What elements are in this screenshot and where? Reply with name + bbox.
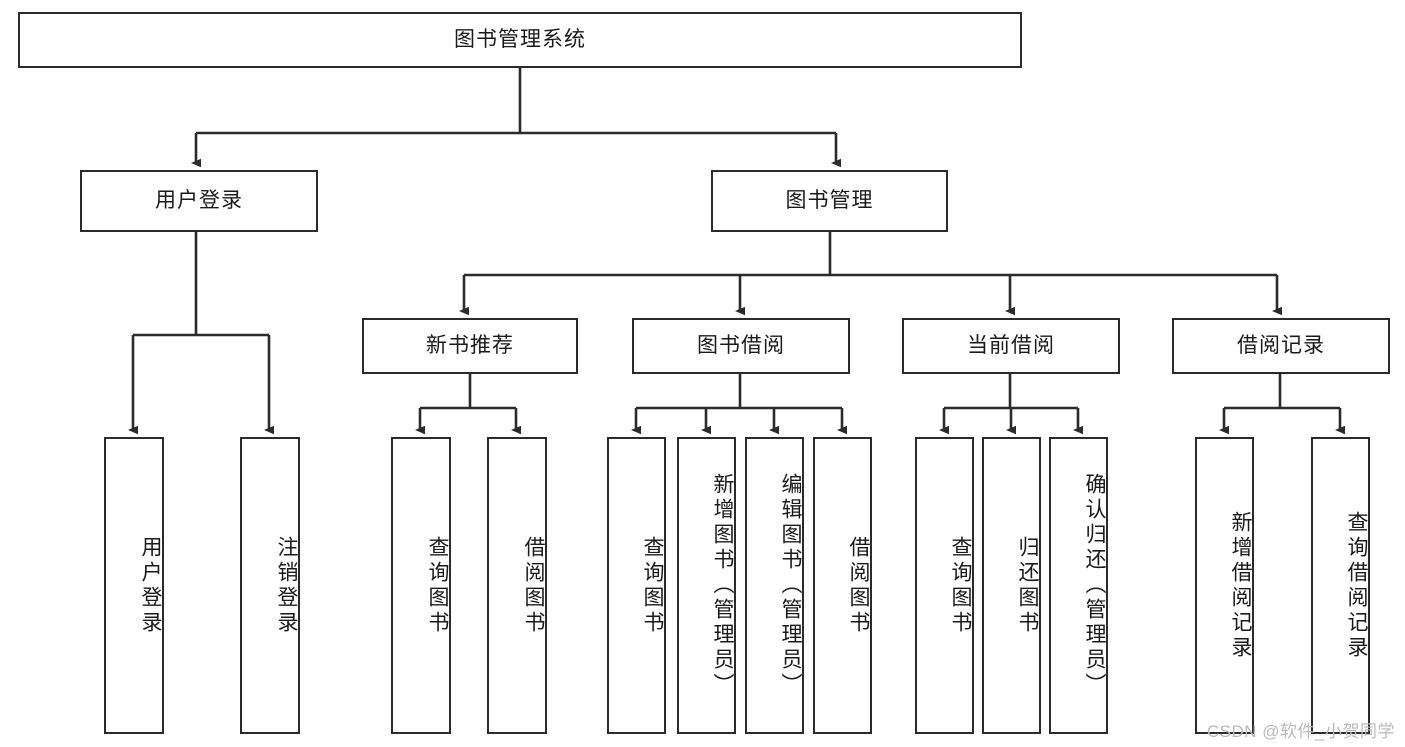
- node-label: 当前借阅: [967, 333, 1055, 357]
- leaf-current-query-book[interactable]: 查询图书: [915, 437, 974, 734]
- leaf-recommend-borrow-book[interactable]: 借阅图书: [487, 437, 547, 734]
- leaf-user-login-login[interactable]: 用户登录: [104, 437, 164, 734]
- node-label: 图书借阅: [697, 333, 785, 357]
- node-label: 编辑图书（管理员）: [779, 473, 802, 698]
- node-label: 查询图书: [949, 535, 972, 636]
- node-label: 用户登录: [139, 535, 162, 636]
- node-label: 新增借阅记录: [1229, 510, 1252, 661]
- node-label: 确认归还（管理员）: [1083, 473, 1106, 698]
- leaf-record-query-record[interactable]: 查询借阅记录: [1311, 437, 1370, 734]
- watermark-text: CSDN @软件_小贺同学: [1206, 722, 1395, 741]
- leaf-borrow-edit-book-admin[interactable]: 编辑图书（管理员）: [745, 437, 804, 734]
- leaf-record-add-record[interactable]: 新增借阅记录: [1195, 437, 1254, 734]
- node-borrow-record[interactable]: 借阅记录: [1172, 318, 1390, 374]
- node-book-management[interactable]: 图书管理: [711, 170, 948, 232]
- node-label: 图书管理: [785, 188, 874, 212]
- node-label: 注销登录: [275, 535, 298, 636]
- node-root-system[interactable]: 图书管理系统: [18, 12, 1022, 68]
- node-book-borrow[interactable]: 图书借阅: [632, 318, 850, 374]
- node-current-borrow[interactable]: 当前借阅: [902, 318, 1120, 374]
- node-label: 借阅图书: [522, 535, 545, 636]
- node-label: 用户登录: [155, 188, 243, 212]
- node-label: 查询借阅记录: [1345, 510, 1368, 661]
- node-label: 新书推荐: [426, 333, 514, 357]
- leaf-borrow-query-book[interactable]: 查询图书: [607, 437, 666, 734]
- node-label: 借阅图书: [847, 535, 870, 636]
- node-label: 图书管理系统: [454, 27, 586, 51]
- leaf-borrow-borrow-book[interactable]: 借阅图书: [813, 437, 872, 734]
- node-label: 查询图书: [426, 535, 449, 636]
- leaf-borrow-add-book-admin[interactable]: 新增图书（管理员）: [677, 437, 736, 734]
- node-label: 借阅记录: [1237, 333, 1325, 357]
- node-label: 归还图书: [1016, 535, 1039, 636]
- node-new-book-recommend[interactable]: 新书推荐: [362, 318, 578, 374]
- node-user-login[interactable]: 用户登录: [80, 170, 318, 232]
- leaf-recommend-query-book[interactable]: 查询图书: [391, 437, 451, 734]
- leaf-current-return-book[interactable]: 归还图书: [982, 437, 1041, 734]
- leaf-user-login-logout[interactable]: 注销登录: [240, 437, 300, 734]
- node-label: 新增图书（管理员）: [711, 473, 734, 698]
- node-label: 查询图书: [641, 535, 664, 636]
- leaf-current-confirm-return-admin[interactable]: 确认归还（管理员）: [1049, 437, 1108, 734]
